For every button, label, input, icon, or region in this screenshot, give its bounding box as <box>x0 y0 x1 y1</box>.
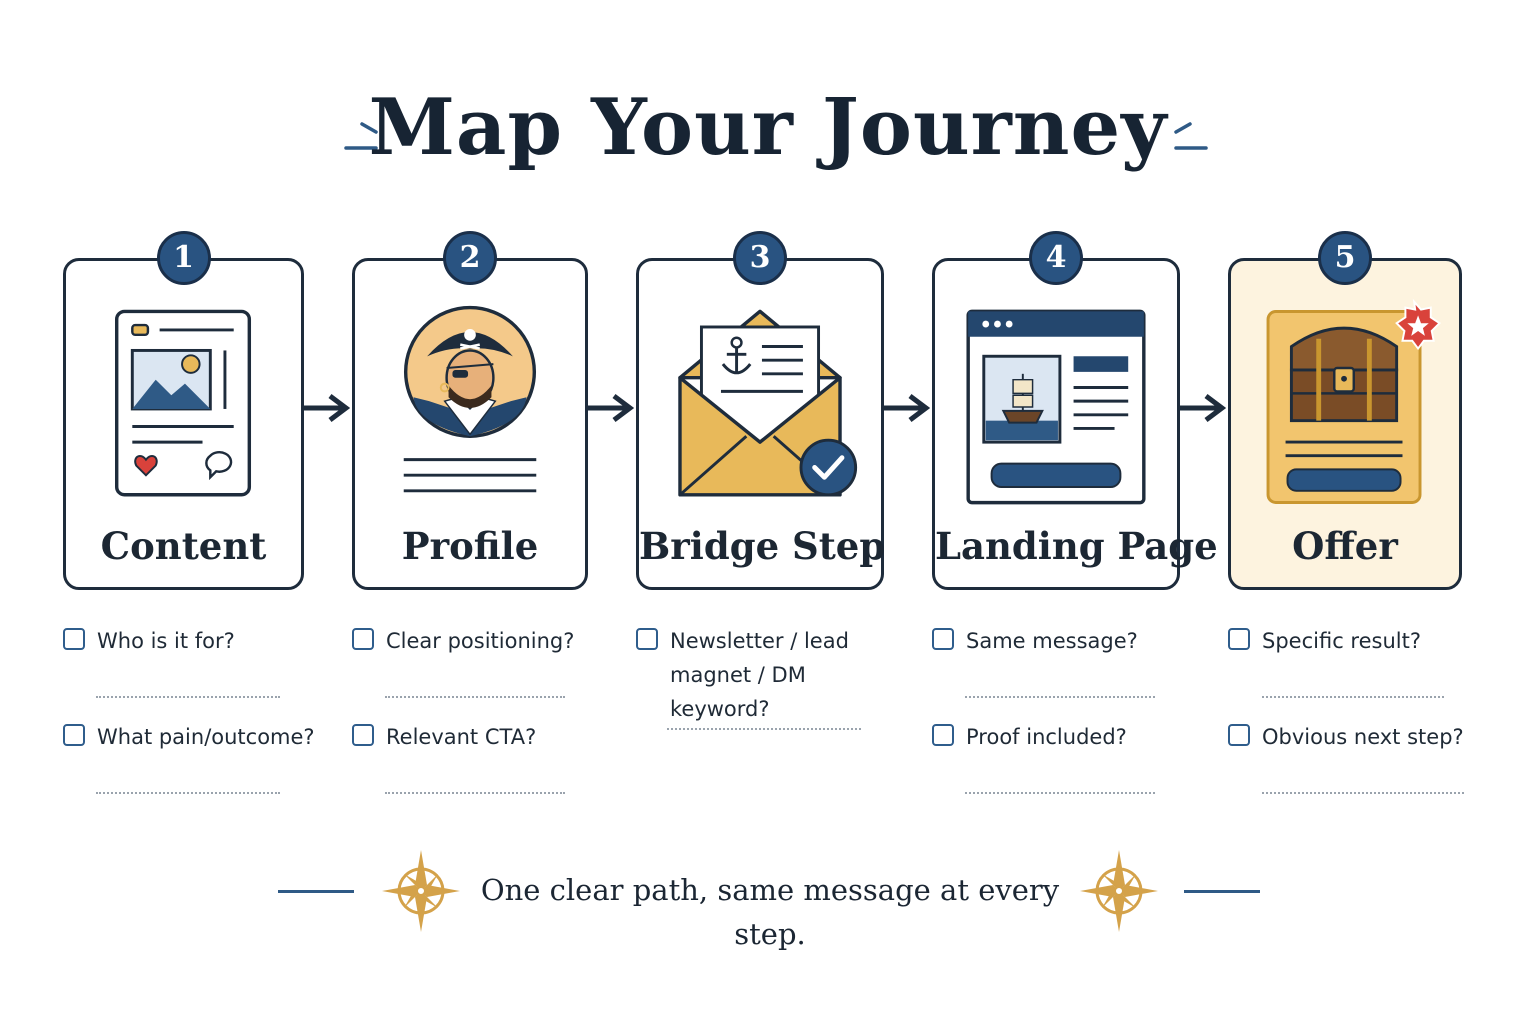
step-card-content: 1 Content <box>63 231 304 590</box>
checkbox[interactable] <box>63 724 85 746</box>
checklist-label: Newsletter / lead magnet / DM keyword? <box>670 629 849 721</box>
step-label: Bridge Step <box>639 524 886 568</box>
compass-rose-icon <box>1080 850 1158 932</box>
checklist-label: Specific result? <box>1262 629 1421 653</box>
step-card-profile: 2 Profile <box>352 231 588 590</box>
footer-tagline: One clear path, same message at every st… <box>0 848 1536 951</box>
step-number-badge: 3 <box>733 231 787 285</box>
checkbox[interactable] <box>1228 724 1250 746</box>
step-number-badge: 5 <box>1318 231 1372 285</box>
footer-text: One clear path, same message at every st… <box>480 873 1060 951</box>
write-in-line <box>1262 792 1464 794</box>
write-in-line <box>385 792 565 794</box>
step-label: Offer <box>1292 524 1398 568</box>
checklist-label: Who is it for? <box>97 629 235 653</box>
browser-ship-icon <box>966 309 1146 505</box>
arrow-right-icon <box>1180 394 1226 422</box>
step-number-badge: 4 <box>1029 231 1083 285</box>
step-card-offer: 5 Offer <box>1228 231 1462 590</box>
checklist-item: Relevant CTA? <box>352 720 612 800</box>
checklist-label: Clear positioning? <box>386 629 575 653</box>
checklist-item: Clear positioning? <box>352 624 612 704</box>
checklist-label: Same message? <box>966 629 1138 653</box>
checklist-label: Relevant CTA? <box>386 725 537 749</box>
checkbox[interactable] <box>352 628 374 650</box>
burst-lines-left-icon <box>344 122 378 150</box>
step-card-landing-page: 4 Landing Page <box>932 231 1218 590</box>
write-in-line <box>965 696 1155 698</box>
write-in-line <box>965 792 1155 794</box>
footer-rule-left <box>278 890 354 893</box>
step-label: Landing Page <box>935 524 1218 568</box>
checklist-item: Specific result? <box>1228 624 1498 704</box>
page-title: Map Your Journey <box>368 82 1168 173</box>
write-in-line <box>385 696 565 698</box>
arrow-right-icon <box>588 394 634 422</box>
burst-lines-right-icon <box>1174 122 1208 150</box>
pirate-avatar-icon <box>403 305 537 493</box>
checklist-item: Who is it for? <box>63 624 323 704</box>
step-number-badge: 1 <box>156 231 211 285</box>
write-in-line <box>96 696 280 698</box>
checklist-item: Proof included? <box>932 720 1192 800</box>
checkbox[interactable] <box>636 628 658 650</box>
checklist-item: What pain/outcome? <box>63 720 323 800</box>
checkbox[interactable] <box>932 724 954 746</box>
checklist-item: Newsletter / lead magnet / DM keyword? <box>636 624 896 721</box>
envelope-anchor-icon <box>678 309 858 497</box>
checklist-label: What pain/outcome? <box>97 725 315 749</box>
title-area: Map Your Journey <box>0 78 1536 188</box>
checkbox[interactable] <box>63 628 85 650</box>
compass-rose-icon <box>382 850 460 932</box>
write-in-line <box>96 792 280 794</box>
checkbox[interactable] <box>1228 628 1250 650</box>
arrow-right-icon <box>304 394 350 422</box>
footer-rule-right <box>1184 890 1260 893</box>
write-in-line <box>1262 696 1444 698</box>
step-label: Profile <box>401 524 539 568</box>
checklist-item: Obvious next step? <box>1228 720 1498 800</box>
step-number-badge: 2 <box>443 231 497 285</box>
checklist-label: Proof included? <box>966 725 1127 749</box>
arrow-right-icon <box>884 394 930 422</box>
checkbox[interactable] <box>932 628 954 650</box>
checkbox[interactable] <box>352 724 374 746</box>
treasure-chest-icon <box>1266 298 1442 504</box>
social-post-icon <box>114 309 252 497</box>
checklist-item: Same message? <box>932 624 1192 704</box>
step-label: Content <box>100 524 267 568</box>
checklist-label: Obvious next step? <box>1262 725 1464 749</box>
step-card-bridge-step: 3 Bridge Step <box>636 231 886 590</box>
write-in-line <box>667 728 861 730</box>
